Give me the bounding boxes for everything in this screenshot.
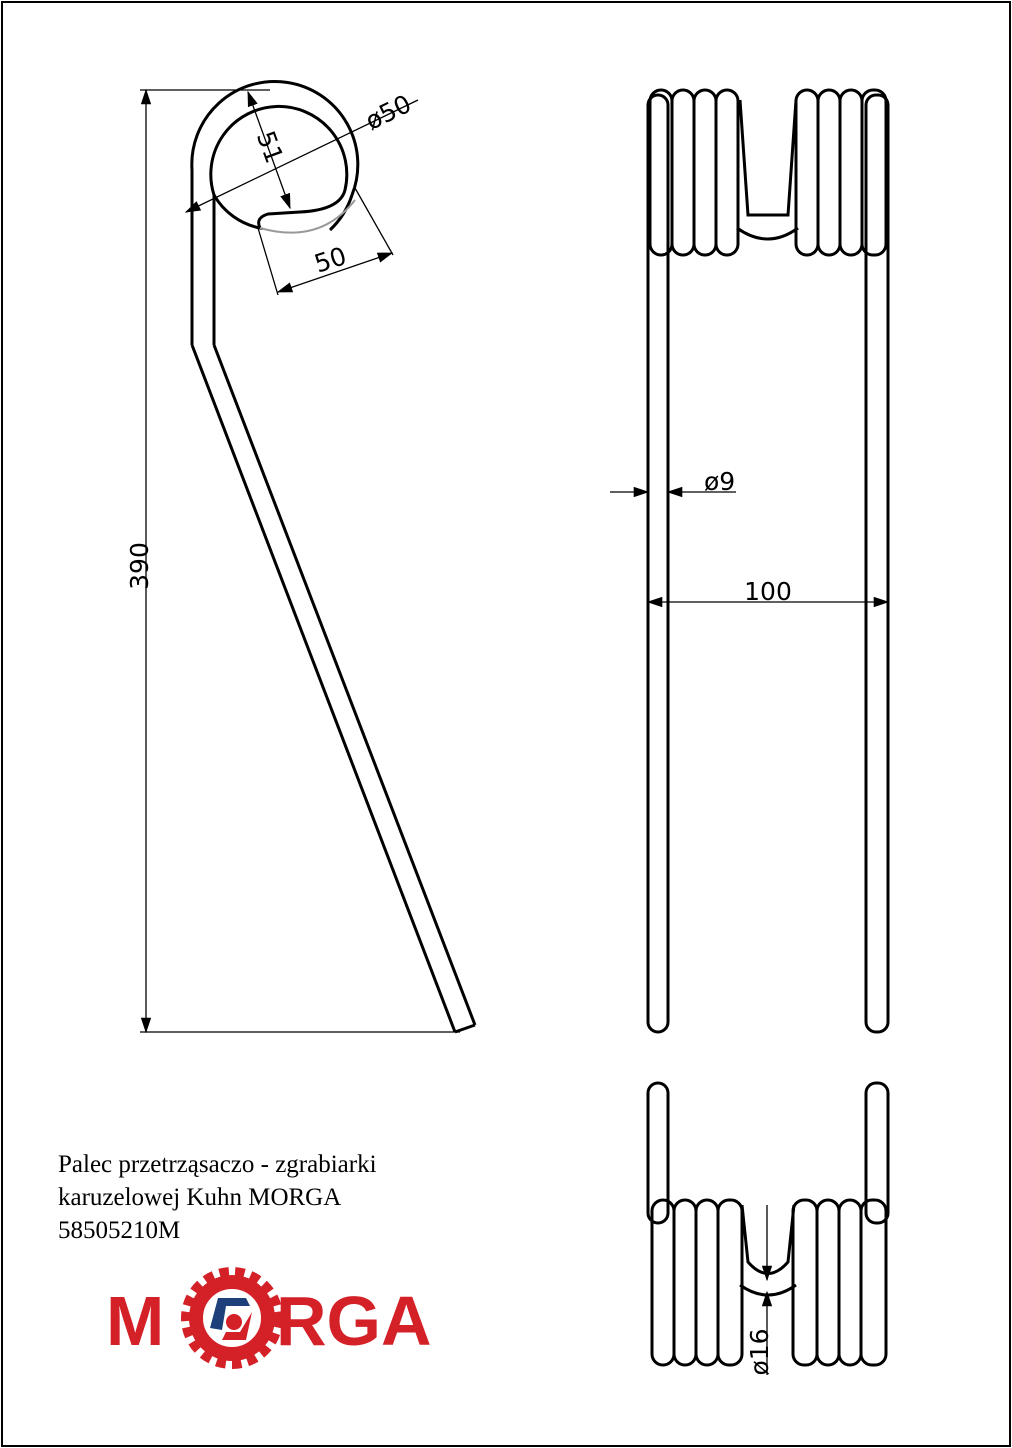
caption: Palec przetrząsaczo - zgrabiarki karuzel… <box>58 1151 377 1244</box>
tine-outer-edge <box>190 80 360 345</box>
coil-diameter-label: ø50 <box>361 89 416 136</box>
wire-diameter-label: ø9 <box>704 467 735 496</box>
bottom-view: ø16 <box>646 1081 890 1376</box>
gear-icon <box>181 1267 283 1369</box>
width-label: 100 <box>744 577 792 606</box>
logo-letter-m: M <box>106 1282 164 1360</box>
side-view: 390 ø50 51 50 <box>125 80 477 1034</box>
part-number: 58505210M <box>58 1217 180 1244</box>
tine-inner-edge <box>209 104 349 345</box>
right-rod <box>864 93 890 1034</box>
wrench-icon <box>210 1298 250 1330</box>
logo-letters-rga: RGA <box>276 1282 432 1360</box>
caption-line-1: Palec przetrząsaczo - zgrabiarki <box>58 1151 377 1178</box>
coil-width-label: 50 <box>311 241 350 278</box>
height-dimension-label: 390 <box>125 542 154 590</box>
coil-inner-diameter-label: ø16 <box>745 1328 774 1375</box>
coil-diameter-dim-line <box>184 99 419 213</box>
caption-line-2: karuzelowej Kuhn MORGA <box>58 1184 341 1211</box>
front-view: ø9 100 <box>610 88 890 1034</box>
left-rod <box>646 93 670 1034</box>
inner-dim-label: 51 <box>251 127 289 167</box>
morga-logo: M RGA <box>106 1267 432 1369</box>
